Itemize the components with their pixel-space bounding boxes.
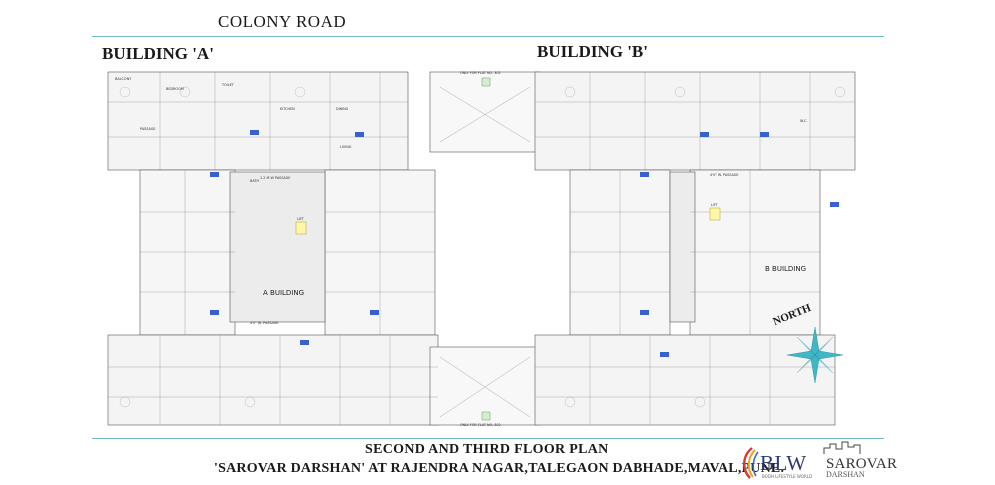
courtyard-b	[669, 171, 696, 323]
room-label: LIFT	[297, 217, 305, 221]
building-b-label: BUILDING 'B'	[537, 42, 648, 61]
room-label: 1.2 M W PASSAGE	[260, 176, 290, 180]
plan-subtitle: 'SAROVAR DARSHAN' AT RAJENDRA NAGAR,TALE…	[214, 461, 785, 476]
room-label: BEDROOM	[166, 87, 184, 91]
plan-block-a-left	[139, 169, 236, 336]
room-label: ONLY FOR FLAT NO. 302	[460, 71, 501, 75]
footer-rule	[92, 438, 884, 439]
b-building-label: B BUILDING	[765, 265, 806, 273]
room-label: BATH	[250, 179, 259, 183]
sarovar-logo-subtext: DARSHAN	[826, 470, 865, 479]
room-label: BALCONY	[115, 77, 132, 81]
room-label: 4'0" W. PASSAGE	[250, 321, 279, 325]
plan-block-a-top	[107, 71, 409, 171]
sarovar-logo-text: SAROVAR	[826, 456, 898, 472]
blw-tagline: BODH LIFESTYLE WORLD	[762, 474, 813, 479]
room-label: KITCHEN	[280, 107, 295, 111]
room-label: PASSAGE	[140, 127, 156, 131]
room-label: ONLY FOR FLAT NO. 302	[460, 423, 501, 427]
plan-block-a-bottom	[107, 334, 439, 426]
courtyard-a	[229, 171, 326, 323]
room-label: LIFT	[711, 203, 719, 207]
road-label: COLONY ROAD	[218, 12, 347, 31]
floor-plan-drawing: BALCONY BEDROOM TOILET KITCHEN DINING LI…	[107, 71, 856, 427]
plan-block-b-bottom	[534, 334, 836, 426]
building-a-label: BUILDING 'A'	[102, 44, 214, 63]
room-label: LIVING	[340, 145, 352, 149]
blw-logo-icon	[743, 447, 759, 479]
header-rule	[92, 36, 884, 37]
plan-block-center-bottom	[429, 346, 541, 426]
room-label: DINING	[336, 107, 349, 111]
sarovar-skyline-icon	[823, 441, 861, 454]
room-label: W.C.	[800, 119, 808, 123]
room-label: TOILET	[221, 83, 235, 87]
a-building-label: A BUILDING	[263, 289, 304, 297]
plan-block-b-right	[689, 169, 821, 336]
compass-rose-icon	[786, 326, 844, 384]
plan-block-b-top	[534, 71, 856, 171]
blw-logo-text: BLW	[760, 451, 807, 475]
room-label: 4'0" W. PASSAGE	[710, 173, 739, 177]
plan-title: SECOND AND THIRD FLOOR PLAN	[365, 442, 609, 457]
